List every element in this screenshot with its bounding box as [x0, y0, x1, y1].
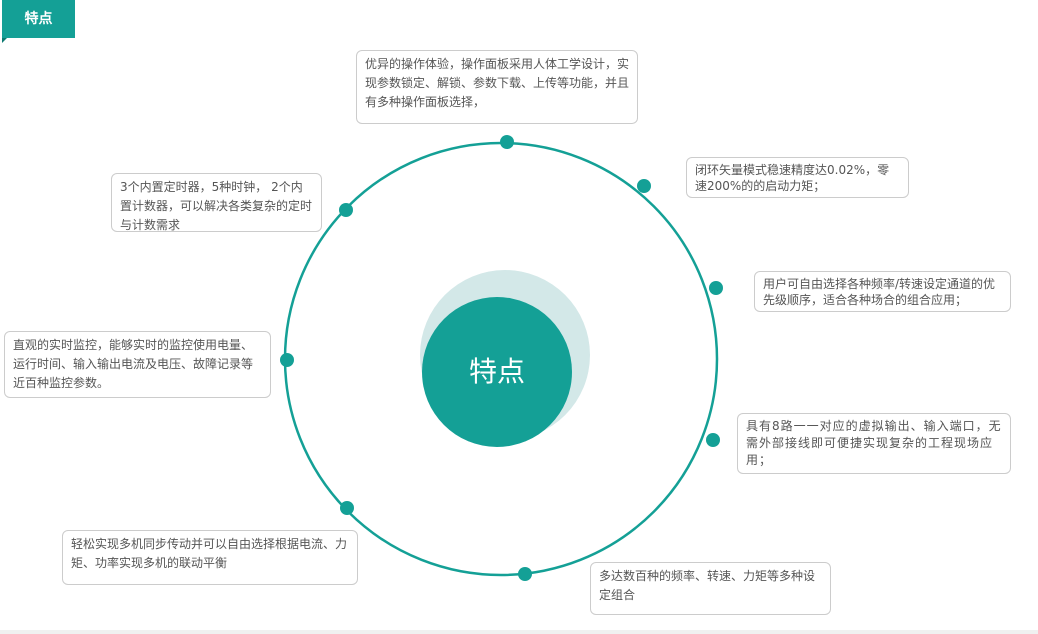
center-label: 特点 [468, 355, 525, 388]
ring-dot [518, 567, 532, 581]
ring-dot [340, 501, 354, 515]
bottom-divider [0, 630, 1038, 634]
features-tab[interactable]: 特点 [2, 0, 75, 43]
feature-box-virtual-io: 具有8路一一对应的虚拟输出、输入端口，无需外部接线即可便捷实现复杂的工程现场应用… [737, 413, 1011, 474]
feature-box-operation: 优异的操作体验，操作面板采用人体工学设计，实现参数锁定、解锁、参数下载、上传等功… [356, 50, 638, 124]
ring-dot [706, 433, 720, 447]
ring-dot [637, 179, 651, 193]
feature-box-timer: 3个内置定时器，5种时钟， 2个内置计数器，可以解决各类复杂的定时与计数需求 [111, 173, 322, 232]
feature-box-monitor: 直观的实时监控，能够实时的监控使用电量、运行时间、输入输出电流及电压、故障记录等… [4, 331, 271, 398]
ring-dot [280, 353, 294, 367]
ring-dot [339, 203, 353, 217]
feature-box-sync: 轻松实现多机同步传动并可以自由选择根据电流、力矩、功率实现多机的联动平衡 [62, 530, 358, 585]
feature-box-precision: 闭环矢量模式稳速精度达0.02%，零速200%的的启动力矩； [686, 157, 909, 198]
ring-dot [500, 135, 514, 149]
feature-box-channel: 用户可自由选择各种频率/转速设定通道的优先级顺序，适合各种场合的组合应用； [754, 271, 1011, 312]
feature-box-settings: 多达数百种的频率、转速、力矩等多种设定组合 [590, 562, 831, 615]
center-circle [422, 297, 572, 447]
ring-dot [709, 281, 723, 295]
